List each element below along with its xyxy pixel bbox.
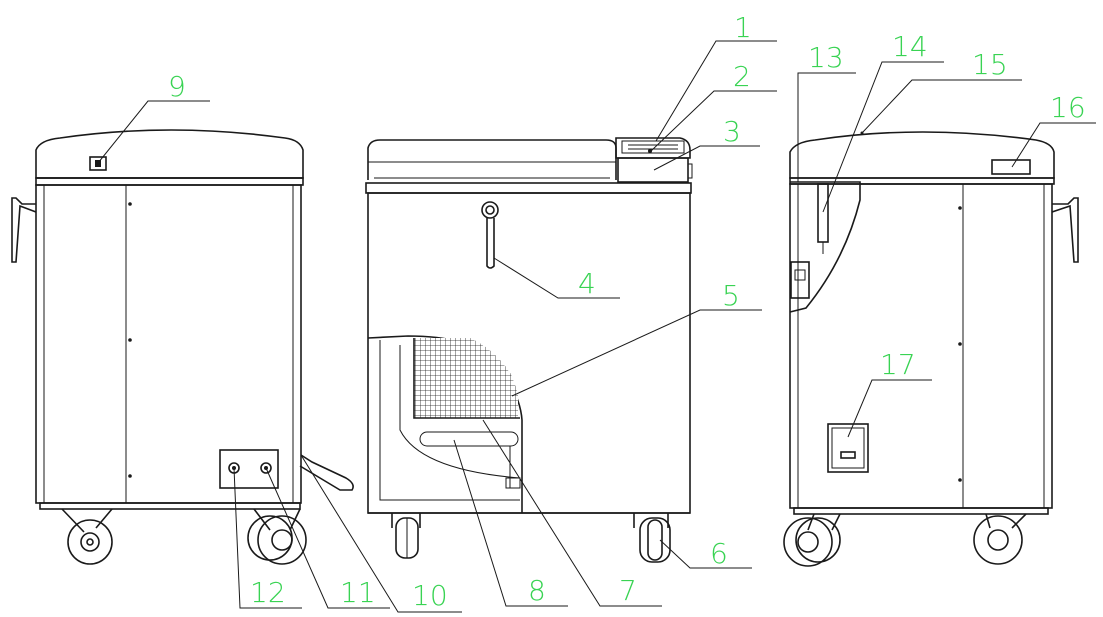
left-body bbox=[35, 184, 302, 504]
callout-9: 9 bbox=[168, 70, 186, 103]
callout-15: 15 bbox=[972, 48, 1008, 81]
left-caster-a bbox=[67, 519, 113, 565]
port-11 bbox=[260, 462, 272, 474]
lid-lock-4 bbox=[481, 201, 499, 219]
display-1 bbox=[621, 140, 685, 154]
control-panel-top bbox=[615, 137, 691, 159]
callout-labels: 1 2 3 4 5 6 7 8 9 10 11 12 13 14 15 16 1… bbox=[168, 11, 1086, 612]
power-switch-9 bbox=[89, 156, 107, 171]
callout-3: 3 bbox=[723, 115, 741, 148]
leader-lines bbox=[97, 40, 1096, 613]
control-box-3 bbox=[617, 157, 689, 183]
right-handle bbox=[1051, 197, 1079, 263]
caster-6 bbox=[639, 517, 671, 563]
hinge-block bbox=[790, 261, 810, 299]
callout-17: 17 bbox=[880, 348, 916, 381]
usb-port bbox=[840, 451, 856, 459]
right-body bbox=[789, 183, 1053, 509]
callout-11: 11 bbox=[340, 576, 376, 609]
right-caster-b bbox=[973, 515, 1023, 565]
left-lid bbox=[35, 129, 304, 179]
callout-1: 1 bbox=[734, 11, 752, 44]
left-lid-band bbox=[35, 177, 304, 186]
callout-10: 10 bbox=[412, 579, 448, 612]
callout-12: 12 bbox=[250, 576, 286, 609]
front-top-band bbox=[365, 182, 692, 194]
right-lid-band bbox=[789, 177, 1055, 185]
left-handle bbox=[11, 197, 37, 263]
callout-8: 8 bbox=[528, 574, 546, 607]
callout-16: 16 bbox=[1050, 91, 1086, 124]
callout-13: 13 bbox=[808, 41, 844, 74]
water-tank-8 bbox=[419, 431, 519, 447]
callout-7: 7 bbox=[619, 574, 637, 607]
callout-6: 6 bbox=[710, 537, 728, 570]
front-view bbox=[365, 137, 693, 563]
keypad-2 bbox=[648, 149, 652, 153]
callout-5: 5 bbox=[722, 279, 740, 312]
usb-panel-17 bbox=[827, 423, 869, 473]
callout-14: 14 bbox=[892, 30, 928, 63]
callout-4: 4 bbox=[578, 267, 596, 300]
label-plate-16 bbox=[991, 159, 1031, 175]
callout-2: 2 bbox=[733, 60, 751, 93]
right-side-view bbox=[783, 131, 1079, 567]
right-lid bbox=[789, 131, 1055, 179]
hinge-bracket-13 bbox=[789, 181, 861, 313]
port-panel bbox=[219, 449, 279, 489]
left-caster-b bbox=[257, 515, 307, 565]
drain-hose-10 bbox=[299, 454, 354, 491]
front-lid bbox=[367, 139, 617, 180]
left-side-view bbox=[11, 129, 354, 565]
gas-spring-14 bbox=[817, 183, 829, 243]
right-caster-a bbox=[783, 517, 833, 567]
